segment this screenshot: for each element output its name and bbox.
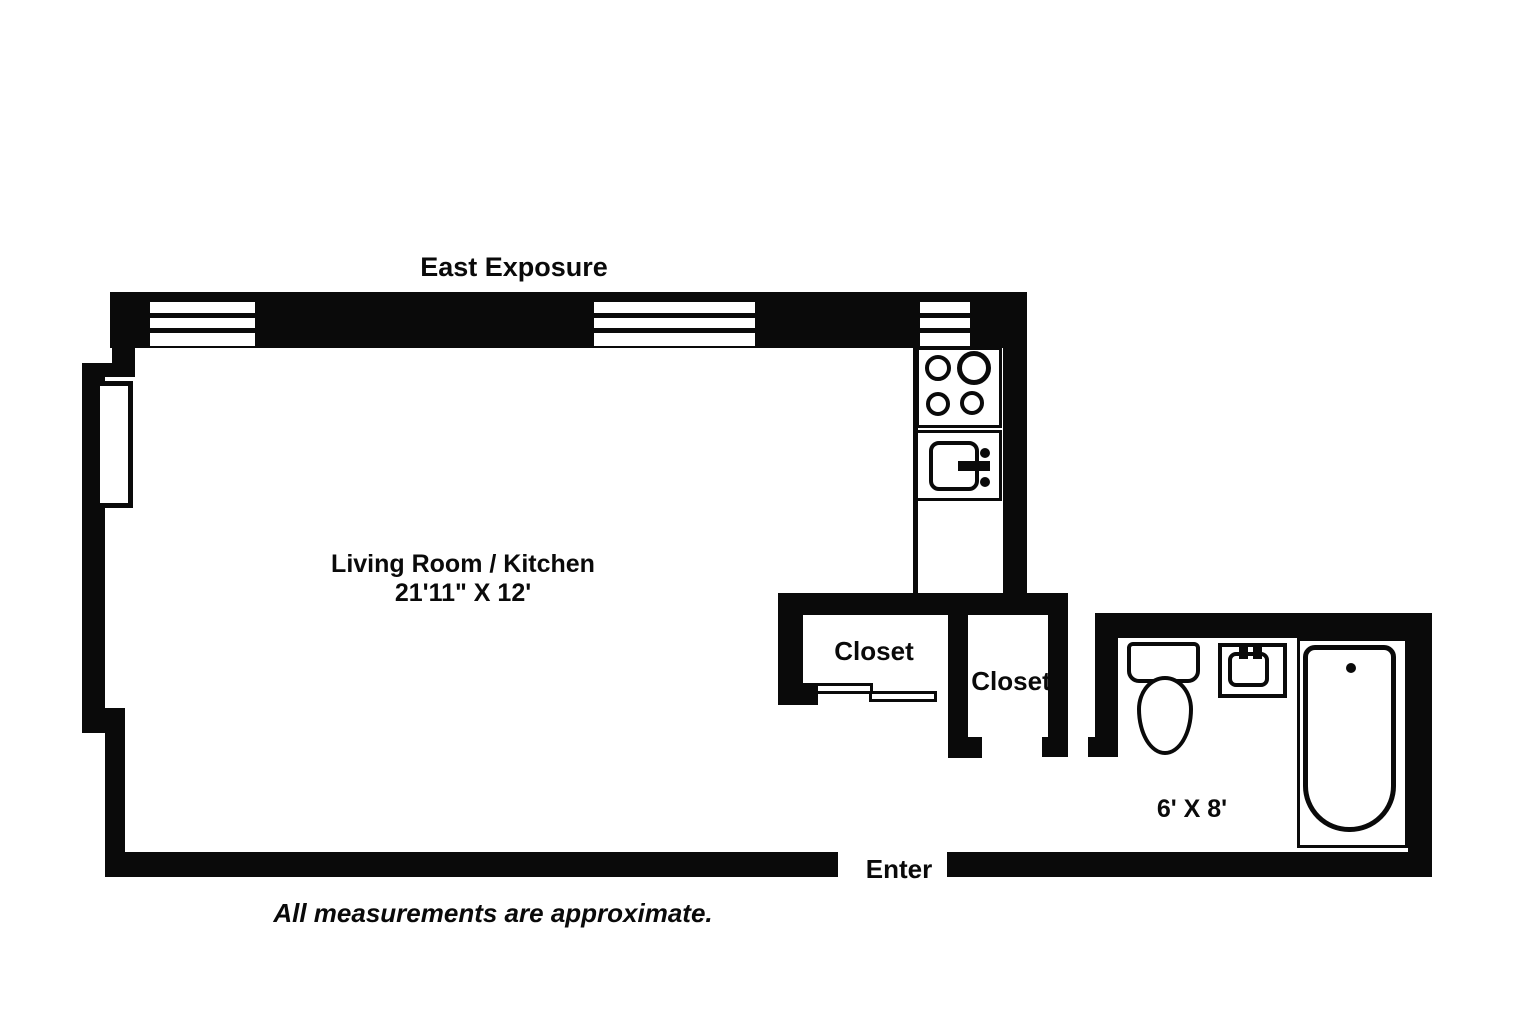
wall-closet-top — [778, 593, 1068, 615]
tap-icon — [1253, 645, 1262, 659]
sink-basin — [1228, 652, 1269, 687]
burner-icon — [926, 392, 950, 416]
entry-label: Enter — [865, 854, 933, 884]
wall-closet-mid — [948, 593, 968, 758]
disclaimer-text: All measurements are approximate. — [273, 898, 713, 928]
kitchen-sink-icon — [915, 430, 1002, 501]
exposure-label: East Exposure — [420, 252, 608, 282]
wall-bath-left — [1095, 613, 1118, 757]
wall-bath-top — [1095, 613, 1432, 638]
wall-left-upper — [112, 292, 135, 377]
sliding-door-icon — [815, 683, 873, 694]
faucet-icon — [958, 461, 990, 471]
room-dimensions: 21'11" X 12' — [394, 579, 532, 607]
burner-icon — [960, 391, 984, 415]
burner-icon — [957, 351, 991, 385]
faucet-handle — [980, 448, 990, 458]
stove-icon — [916, 347, 1002, 428]
tap-icon — [1239, 645, 1248, 659]
wall-bottom-left — [107, 852, 838, 877]
faucet-handle — [980, 477, 990, 487]
bathroom-sink-icon — [1218, 643, 1287, 698]
bathtub-icon — [1297, 638, 1408, 848]
closet2-label: Closet — [971, 666, 1051, 696]
wall-left-main — [82, 363, 105, 733]
wall-left-lower — [105, 708, 125, 877]
window-icon — [150, 302, 255, 346]
wall-closet-mid-foot — [948, 737, 982, 758]
sliding-door-icon — [869, 691, 937, 702]
wall-bottom-right — [947, 852, 1432, 877]
room-name: Living Room / Kitchen — [331, 550, 595, 578]
wall-bath-left-foot — [1088, 737, 1118, 757]
wall-right-kitchen — [1003, 292, 1027, 595]
wall-closet2-right — [1048, 593, 1068, 757]
bathroom-dimensions: 6' X 8' — [1156, 795, 1228, 823]
tub-drain — [1346, 663, 1356, 673]
wall-niche — [100, 381, 133, 508]
window-icon — [920, 302, 970, 346]
tub-basin — [1303, 645, 1396, 832]
closet1-label: Closet — [834, 636, 914, 666]
room-label: Living Room / Kitchen 21'11" X 12' — [331, 550, 595, 608]
window-icon — [594, 302, 755, 346]
wall-closet2-right-foot — [1042, 737, 1068, 757]
wall-closet1-foot — [778, 683, 818, 705]
wall-top — [110, 292, 1027, 348]
burner-icon — [925, 355, 951, 381]
toilet-icon — [1137, 676, 1193, 755]
wall-bath-right — [1408, 613, 1432, 872]
